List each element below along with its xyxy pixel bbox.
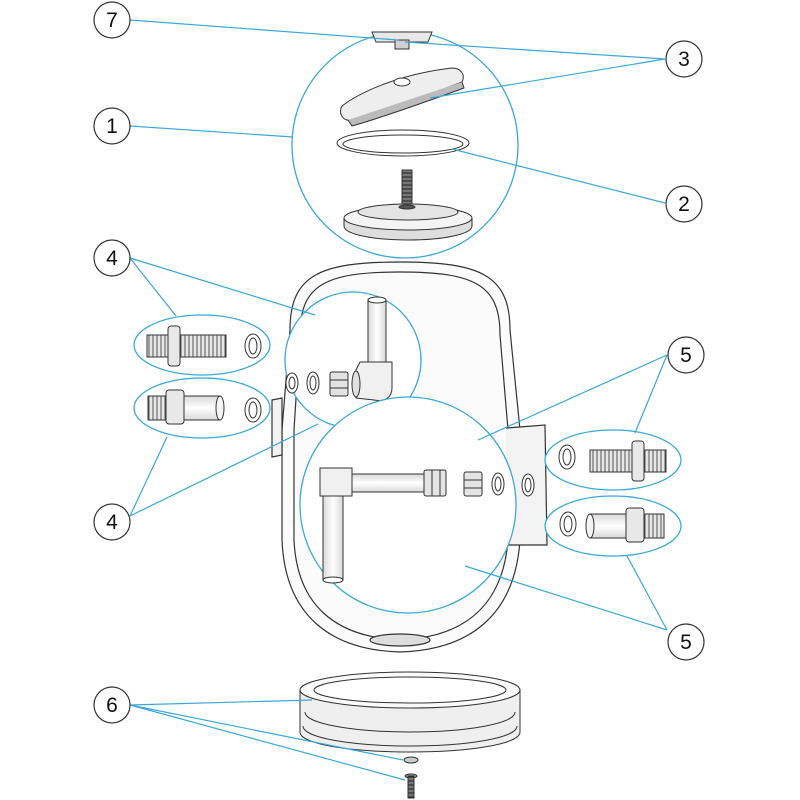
svg-text:7: 7 bbox=[106, 9, 118, 32]
base-screw bbox=[404, 773, 418, 799]
filter-base bbox=[299, 671, 521, 753]
callout-6: 6 bbox=[93, 686, 131, 724]
callout-5-top: 5 bbox=[667, 336, 705, 374]
svg-text:4: 4 bbox=[106, 247, 118, 270]
threaded-nipple-left bbox=[146, 325, 262, 367]
detail-circle-right-outlet bbox=[299, 396, 517, 614]
leader-lines bbox=[129, 19, 668, 781]
callout-4-bottom: 4 bbox=[93, 503, 131, 541]
callout-4-top: 4 bbox=[93, 239, 131, 277]
callout-3: 3 bbox=[665, 40, 703, 78]
svg-text:3: 3 bbox=[678, 48, 690, 71]
svg-text:1: 1 bbox=[106, 115, 118, 138]
svg-text:6: 6 bbox=[106, 694, 118, 717]
svg-text:4: 4 bbox=[106, 511, 118, 534]
lid-clamp-bar bbox=[339, 67, 465, 127]
callout-1: 1 bbox=[93, 107, 131, 145]
svg-text:5: 5 bbox=[680, 344, 692, 367]
base-washer bbox=[403, 756, 419, 764]
threaded-nipple-right bbox=[558, 440, 667, 482]
svg-text:5: 5 bbox=[680, 631, 692, 654]
hose-adapter-left bbox=[147, 389, 262, 425]
svg-text:2: 2 bbox=[678, 193, 690, 216]
callout-2: 2 bbox=[665, 185, 703, 223]
lid-o-ring bbox=[336, 129, 470, 157]
callout-7: 7 bbox=[93, 1, 131, 39]
filter-lid bbox=[343, 169, 473, 241]
lateral-pipe-assembly bbox=[319, 467, 535, 584]
hose-adapter-right bbox=[559, 507, 665, 543]
riser-elbow-assembly bbox=[285, 296, 393, 401]
callout-5-bottom: 5 bbox=[667, 623, 705, 661]
